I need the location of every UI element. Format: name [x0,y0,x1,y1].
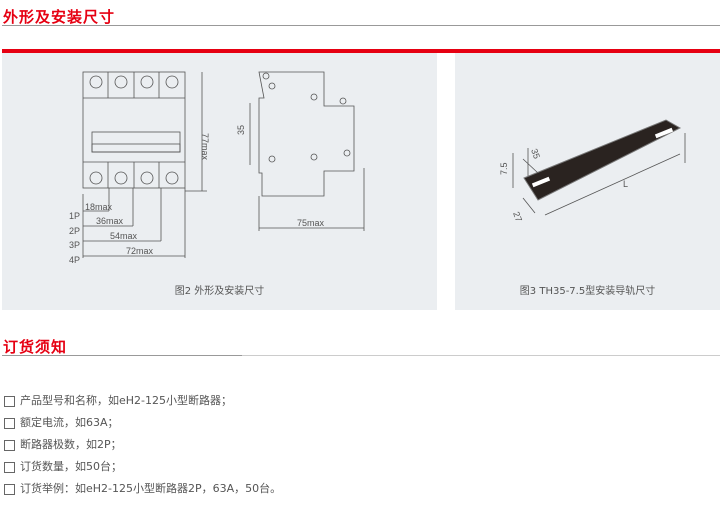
width-label-3p: 54max [110,231,138,241]
rail-base-label: 27 [511,210,524,223]
red-bar [2,49,720,53]
item-text: 订货数量，如50台； [20,460,122,473]
pole-label: 2P [69,226,80,236]
rail-width-label: 35 [529,147,542,160]
pole-label: 1P [69,211,80,221]
rail-label: 35 [236,125,246,135]
width-label-2p: 36max [96,216,124,226]
width-label-1p: 18max [85,202,113,212]
breaker-dimension-drawing: 77max 35 75max 18max 36max 54max 72max 1… [69,71,365,265]
checkbox-icon [4,483,15,495]
list-item: 断路器极数，如2P； [4,434,281,456]
list-item: 订货数量，如50台； [4,456,281,478]
rail-length-label: L [623,179,628,189]
list-item: 额定电流，如63A； [4,412,281,434]
checkbox-icon [4,395,15,407]
divider [2,355,242,356]
list-item: 订货举例：如eH2-125小型断路器2P，63A，50台。 [4,478,281,500]
figure-2-caption: 图2 外形及安装尺寸 [174,286,265,297]
figure-2-panel: 77max 35 75max 18max 36max 54max 72max 1… [2,53,437,310]
rail-height-label: 7.5 [499,162,509,175]
item-text: 断路器极数，如2P； [20,438,122,451]
order-list: 产品型号和名称，如eH2-125小型断路器； 额定电流，如63A； 断路器极数，… [4,390,281,500]
divider [2,25,720,26]
item-text: 产品型号和名称，如eH2-125小型断路器； [20,394,233,407]
item-text: 订货举例：如eH2-125小型断路器2P，63A，50台。 [20,482,282,495]
depth-label: 75max [297,218,325,228]
din-rail-drawing: 7.5 35 27 L [499,119,686,223]
section-title-dimensions: 外形及安装尺寸 [3,8,116,26]
figure-3-panel: 7.5 35 27 L 图3 TH35-7.5型安装导轨尺寸 [455,53,720,310]
list-item: 产品型号和名称，如eH2-125小型断路器； [4,390,281,412]
checkbox-icon [4,417,15,429]
height-label: 77max [200,133,210,161]
figure-3-caption: 图3 TH35-7.5型安装导轨尺寸 [519,286,656,297]
checkbox-icon [4,461,15,473]
item-text: 额定电流，如63A； [20,416,119,429]
pole-label: 3P [69,240,80,250]
checkbox-icon [4,439,15,451]
divider [242,355,720,356]
width-label-4p: 72max [126,246,154,256]
pole-label: 4P [69,255,80,265]
section-title-ordering: 订货须知 [3,338,68,356]
